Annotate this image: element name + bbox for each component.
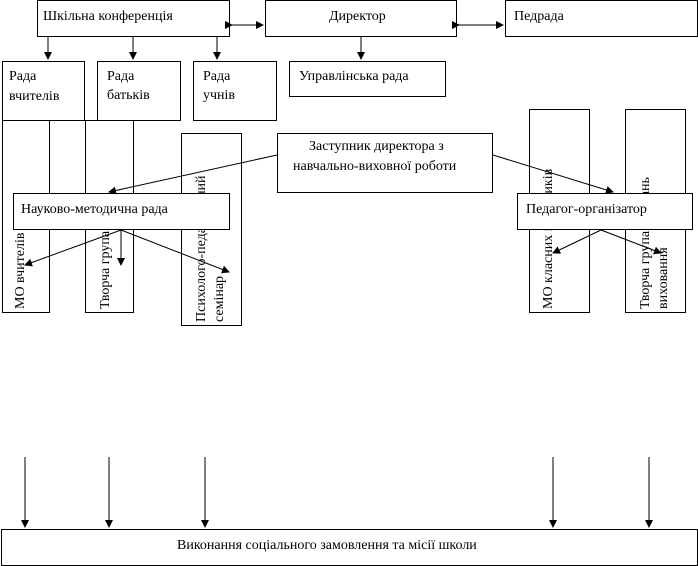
deputy-director-label-line1: Заступник директора з: [309, 139, 444, 154]
teachers-council-box: Рада вчителів: [2, 61, 85, 121]
parents-council-label-line2: батьків: [107, 88, 150, 103]
teachers-council-label-line2: вчителів: [9, 89, 60, 104]
scientific-methodical-council-label: Науково-методична рада: [21, 202, 168, 217]
scientific-teachers-mo-arrow: [24, 229, 122, 267]
pedagogue-organizer-label: Педагог-організатор: [526, 202, 647, 217]
school-conference-box: Шкільна конференція: [37, 0, 230, 37]
students-council-label-line2: учнів: [203, 88, 236, 103]
school-conference-label: Шкільна конференція: [43, 9, 173, 24]
scientific-psych-seminar-arrow: [120, 229, 230, 274]
students-council-label-line1: Рада: [203, 69, 231, 84]
management-council-label: Управлінська рада: [299, 69, 409, 84]
students-council-box: Рада учнів: [193, 61, 277, 121]
scientific-methodical-council-box: Науково-методична рада: [13, 193, 230, 230]
teachers-council-label-line1: Рада: [9, 69, 37, 84]
organizer-creative-group-arrow: [600, 229, 662, 255]
result-label: Виконання соціального замовлення та місі…: [177, 538, 477, 553]
organizer-class-teachers-arrow: [552, 229, 602, 254]
deputy-organizer-arrow: [492, 154, 614, 194]
deputy-director-box: Заступник директора з навчально-виховної…: [277, 133, 493, 193]
parents-council-label-line1: Рада: [107, 69, 135, 84]
pedrada-box: Педрада: [505, 0, 698, 37]
deputy-scientific-arrow: [108, 154, 278, 195]
deputy-director-label-line2: навчально-виховної роботи: [293, 159, 457, 174]
pedrada-label: Педрада: [514, 9, 564, 24]
management-council-box: Управлінська рада: [289, 61, 446, 97]
parents-council-box: Рада батьків: [97, 61, 181, 121]
director-box: Директор: [265, 0, 457, 37]
pedagogue-organizer-box: Педагог-організатор: [517, 193, 693, 230]
director-label: Директор: [329, 9, 386, 24]
